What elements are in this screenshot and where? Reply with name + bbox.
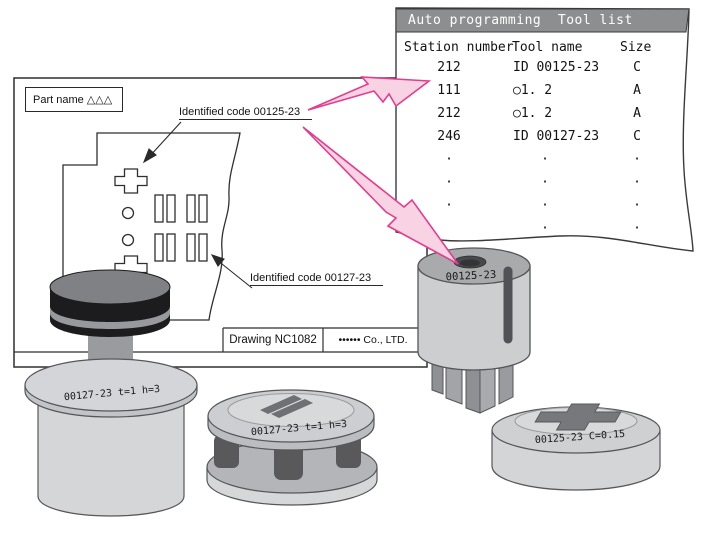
arrow-to-tool-list — [307, 76, 432, 111]
cell-tool: ○1. 2 — [513, 106, 553, 121]
cell-tool: ○1. 2 — [513, 83, 553, 98]
cell-tool: ID 00127-23 — [513, 129, 600, 144]
cell-size: · — [633, 152, 641, 167]
cell-size: · — [633, 221, 641, 236]
tool-list-row: ·· — [0, 221, 706, 238]
column-header-station: Station number — [404, 40, 514, 55]
hole-feature — [121, 206, 135, 220]
cell-size: · — [633, 198, 641, 213]
identified-code-label-2: Identified code 00127-23 — [250, 272, 383, 286]
column-header-size: Size — [620, 40, 652, 55]
cross-hole — [534, 403, 622, 431]
tool-left-die — [24, 269, 198, 517]
title-block-drawing-number: Drawing NC1082 — [229, 334, 317, 346]
leader-arrowhead — [210, 254, 225, 267]
slot-openings — [260, 395, 313, 418]
cell-station: · — [445, 152, 453, 167]
link-arrows — [302, 76, 459, 265]
cell-station: · — [445, 198, 453, 213]
tool-middle-die — [206, 389, 378, 506]
cell-size: C — [633, 60, 641, 75]
tool-list-row: 212 ID 00125-23 C — [0, 60, 706, 77]
cell-size: C — [633, 129, 641, 144]
cell-tool: · — [541, 175, 549, 190]
cell-station: 212 — [437, 106, 461, 121]
arrow-to-punch-tool — [302, 126, 459, 265]
tool-list-row: · · · — [0, 198, 706, 215]
hole-feature — [121, 233, 135, 247]
leader-lines — [142, 121, 253, 289]
cell-station: 246 — [437, 129, 461, 144]
cell-station: 111 — [437, 83, 461, 98]
column-header-tool: Tool name — [512, 40, 583, 55]
tool-list-row: · · · — [0, 152, 706, 169]
cross-feature-top — [114, 168, 148, 194]
tool-list-header-bar — [395, 8, 690, 33]
tool-list-row: · · · — [0, 175, 706, 192]
tool-right-die — [491, 403, 661, 491]
cell-station: 212 — [437, 60, 461, 75]
leader-arrowhead — [142, 148, 157, 164]
cell-tool: · — [541, 221, 549, 236]
cell-tool: · — [541, 198, 549, 213]
tool-list-row: 246 ID 00127-23 C — [0, 129, 706, 146]
title-block-company: •••••• Co., LTD. — [338, 334, 408, 346]
cell-size: · — [633, 175, 641, 190]
cell-tool: ID 00125-23 — [513, 60, 600, 75]
slot-features — [154, 194, 208, 262]
tool-list-row: 212 ○1. 2 A — [0, 106, 706, 123]
black-head — [49, 269, 171, 337]
tool-list-title: Auto programming Tool list — [408, 13, 633, 28]
identified-code-label-1: Identified code 00125-23 — [179, 106, 312, 120]
part-name-box: Part name △△△ — [25, 87, 123, 112]
tool-list-row: 111 ○1. 2 A — [0, 83, 706, 100]
cell-tool: · — [541, 152, 549, 167]
cell-size: A — [633, 106, 641, 121]
cell-station: · — [445, 175, 453, 190]
cell-size: A — [633, 83, 641, 98]
